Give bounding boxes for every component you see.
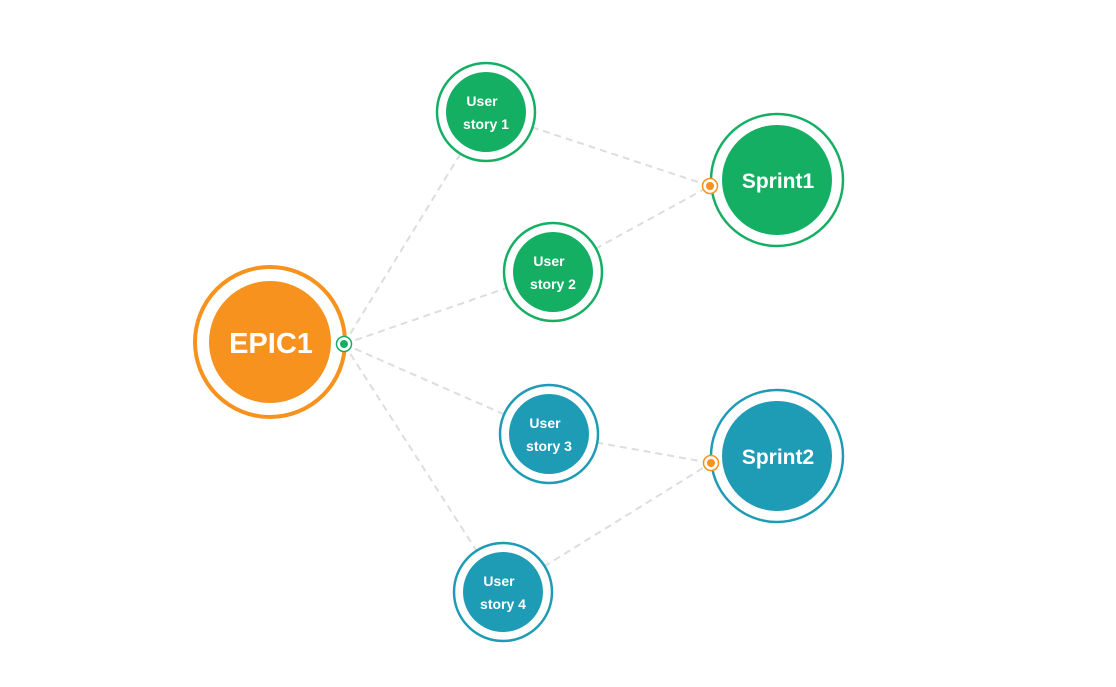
sprint-label: Sprint2 — [742, 446, 814, 469]
epic-label: EPIC1 — [229, 328, 313, 360]
story-label-line2: story 2 — [530, 276, 576, 292]
epic-story-edge — [343, 111, 487, 345]
story-label-line1: User — [466, 93, 498, 109]
sprint-node-1[interactable]: Sprint1 — [709, 112, 845, 248]
story-label-line1: User — [529, 415, 561, 431]
story-node-2[interactable]: User story 2 — [502, 221, 604, 323]
story-node-1[interactable]: User story 1 — [435, 61, 537, 163]
epic-connector-dot[interactable] — [335, 335, 353, 353]
story-label-line1: User — [483, 573, 515, 589]
sprint-node-2[interactable]: Sprint2 — [709, 388, 845, 524]
story-label-line2: story 3 — [526, 438, 572, 454]
story-node-3[interactable]: User story 3 — [498, 383, 600, 485]
sprint1-connector-dot[interactable] — [701, 177, 719, 195]
story-label-line2: story 4 — [480, 596, 526, 612]
epic-node[interactable]: EPIC1 — [193, 265, 347, 419]
story-node-4[interactable]: User story 4 — [452, 541, 554, 643]
sprint-label: Sprint1 — [742, 170, 815, 193]
story-label-line2: story 1 — [463, 116, 509, 132]
story-label-line1: User — [533, 253, 565, 269]
sprint2-connector-dot[interactable] — [702, 454, 720, 472]
